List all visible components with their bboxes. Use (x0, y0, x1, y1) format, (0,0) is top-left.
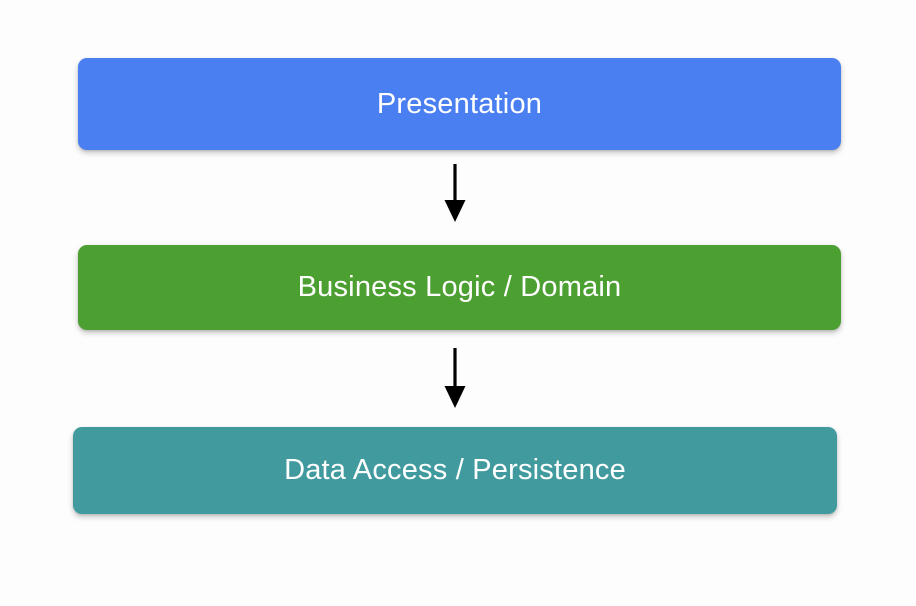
layer-label-business-logic: Business Logic / Domain (297, 271, 622, 303)
layer-box-data-access[interactable]: Data Access / Persistence (73, 427, 837, 514)
layer-label-data-access: Data Access / Persistence (284, 454, 626, 486)
arrow-business-to-data (444, 348, 466, 408)
arrow-presentation-to-business (444, 164, 466, 222)
layer-label-presentation: Presentation (376, 87, 543, 120)
layer-box-business-logic[interactable]: Business Logic / Domain (78, 245, 841, 330)
layer-box-presentation[interactable]: Presentation (78, 58, 841, 150)
